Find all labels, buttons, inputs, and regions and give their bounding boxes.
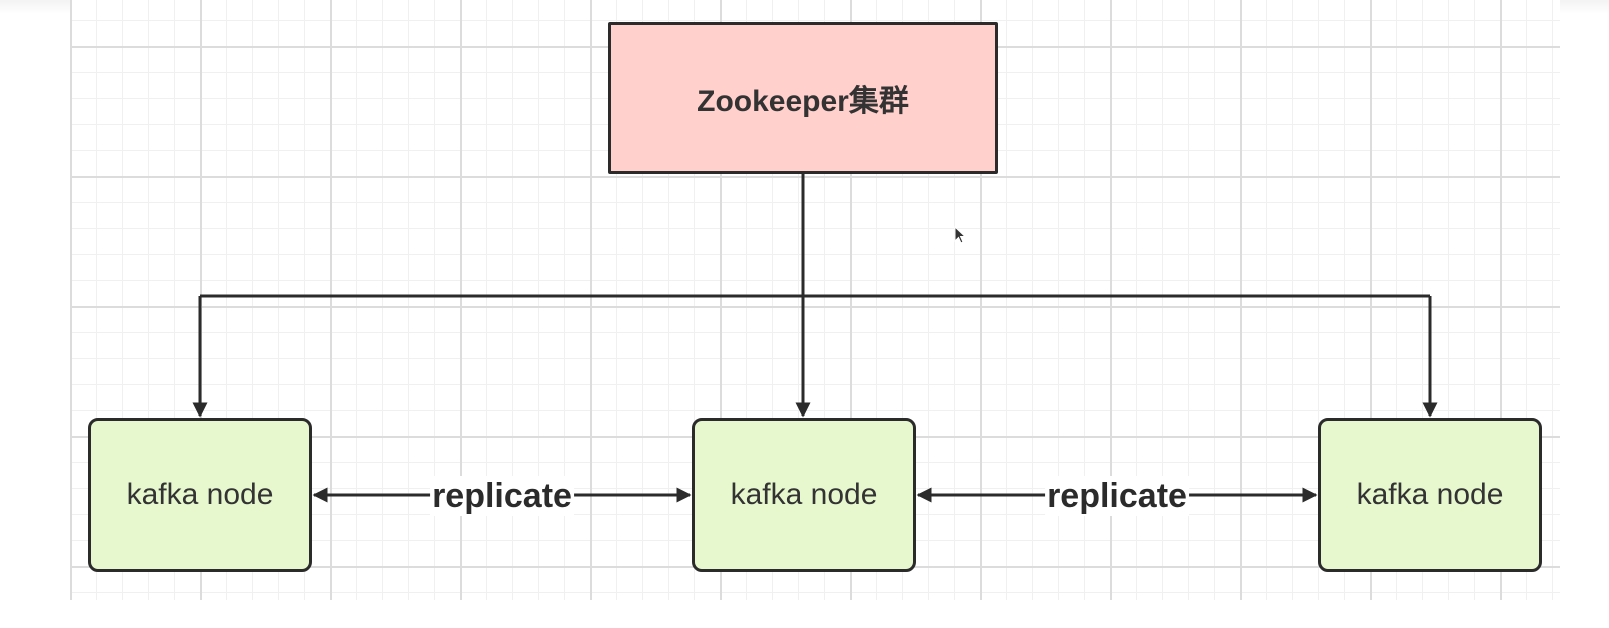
kafka-node-label: kafka node xyxy=(1356,478,1504,511)
mouse-pointer-icon xyxy=(954,226,967,244)
kafka-node-label: kafka node xyxy=(730,478,878,511)
zookeeper-label: Zookeeper集群 xyxy=(697,85,909,118)
kafka-node-3[interactable]: kafka node xyxy=(1318,418,1542,572)
kafka-node-label: kafka node xyxy=(126,478,274,511)
zookeeper-cluster-node[interactable]: Zookeeper集群 xyxy=(608,22,998,174)
replicate-label-1: replicate xyxy=(430,476,574,516)
replicate-label-2: replicate xyxy=(1045,476,1189,516)
kafka-node-2[interactable]: kafka node xyxy=(692,418,916,572)
kafka-node-1[interactable]: kafka node xyxy=(88,418,312,572)
